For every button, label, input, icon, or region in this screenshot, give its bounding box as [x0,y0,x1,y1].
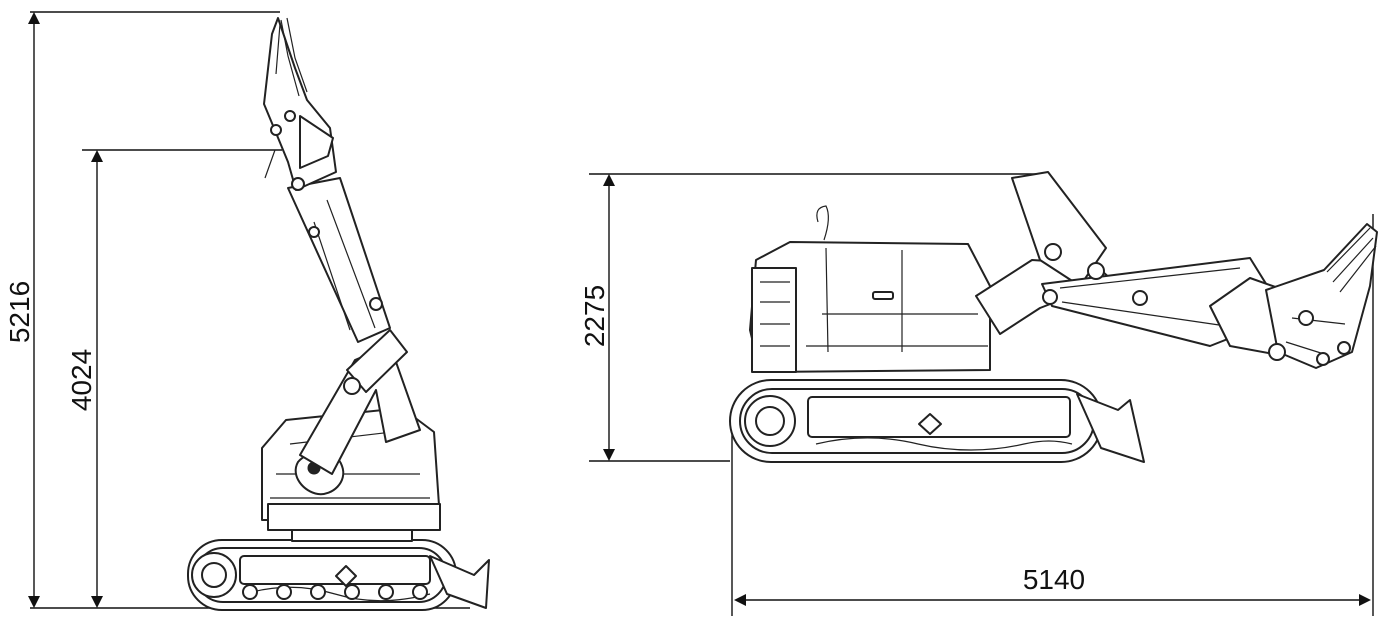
right-track-detail [815,437,1073,451]
left-knuckle-pin [343,377,361,395]
left-boom-small-pin [308,226,320,238]
left-dimensions: 5216 4024 [4,11,470,609]
right-boom-pin-3 [1042,289,1058,305]
right-breaker-head [1265,223,1378,369]
left-track-rollers [242,584,428,600]
left-chassis-base [291,529,413,542]
right-track-logo [918,413,942,435]
boom-height-label: 4024 [66,349,97,411]
left-tool-lines [275,17,308,97]
vertical-machine-view [187,17,490,611]
right-boom-pin-2 [1087,262,1105,280]
right-cable [816,205,830,241]
right-body-panel-lines [806,247,988,353]
right-boom-pin-1 [1044,243,1062,261]
right-tool-pin-3 [1337,341,1351,355]
right-tool-pin-2 [1298,310,1314,326]
right-idler-hub [755,406,785,436]
right-tool-pin-1 [1268,343,1286,361]
right-cab-grill [760,281,790,347]
left-tool-hose [264,149,276,179]
right-tool-pin-4 [1316,352,1330,366]
right-track-side [807,396,1071,438]
left-boom-pin [369,297,383,311]
left-track-side [239,555,431,585]
right-boom-pin-4 [1132,290,1148,306]
left-dozer-blade [429,555,490,609]
right-tool-lines [1285,227,1377,355]
right-dimensions: 2275 5140 [579,173,1374,616]
right-dozer-blade [1076,393,1145,463]
horizontal-machine-view [729,171,1378,463]
left-chassis-plate [267,503,441,531]
right-cab-front [751,267,797,373]
left-tool-pin-2 [284,110,296,122]
left-track-logo [335,565,357,587]
left-tool-linkage [299,115,334,169]
left-idler-hub [201,562,227,588]
left-tool-pin-3 [291,177,305,191]
right-boom-detail [1059,267,1241,327]
total-height-label: 5216 [4,281,35,343]
transport-height-label: 2275 [579,285,610,347]
left-tool-pin-1 [270,124,282,136]
left-boom-detail [313,199,376,331]
left-track-detail [244,586,431,602]
left-main-boom [287,177,391,343]
right-body-handle [872,291,894,300]
transport-length-label: 5140 [1023,564,1085,595]
